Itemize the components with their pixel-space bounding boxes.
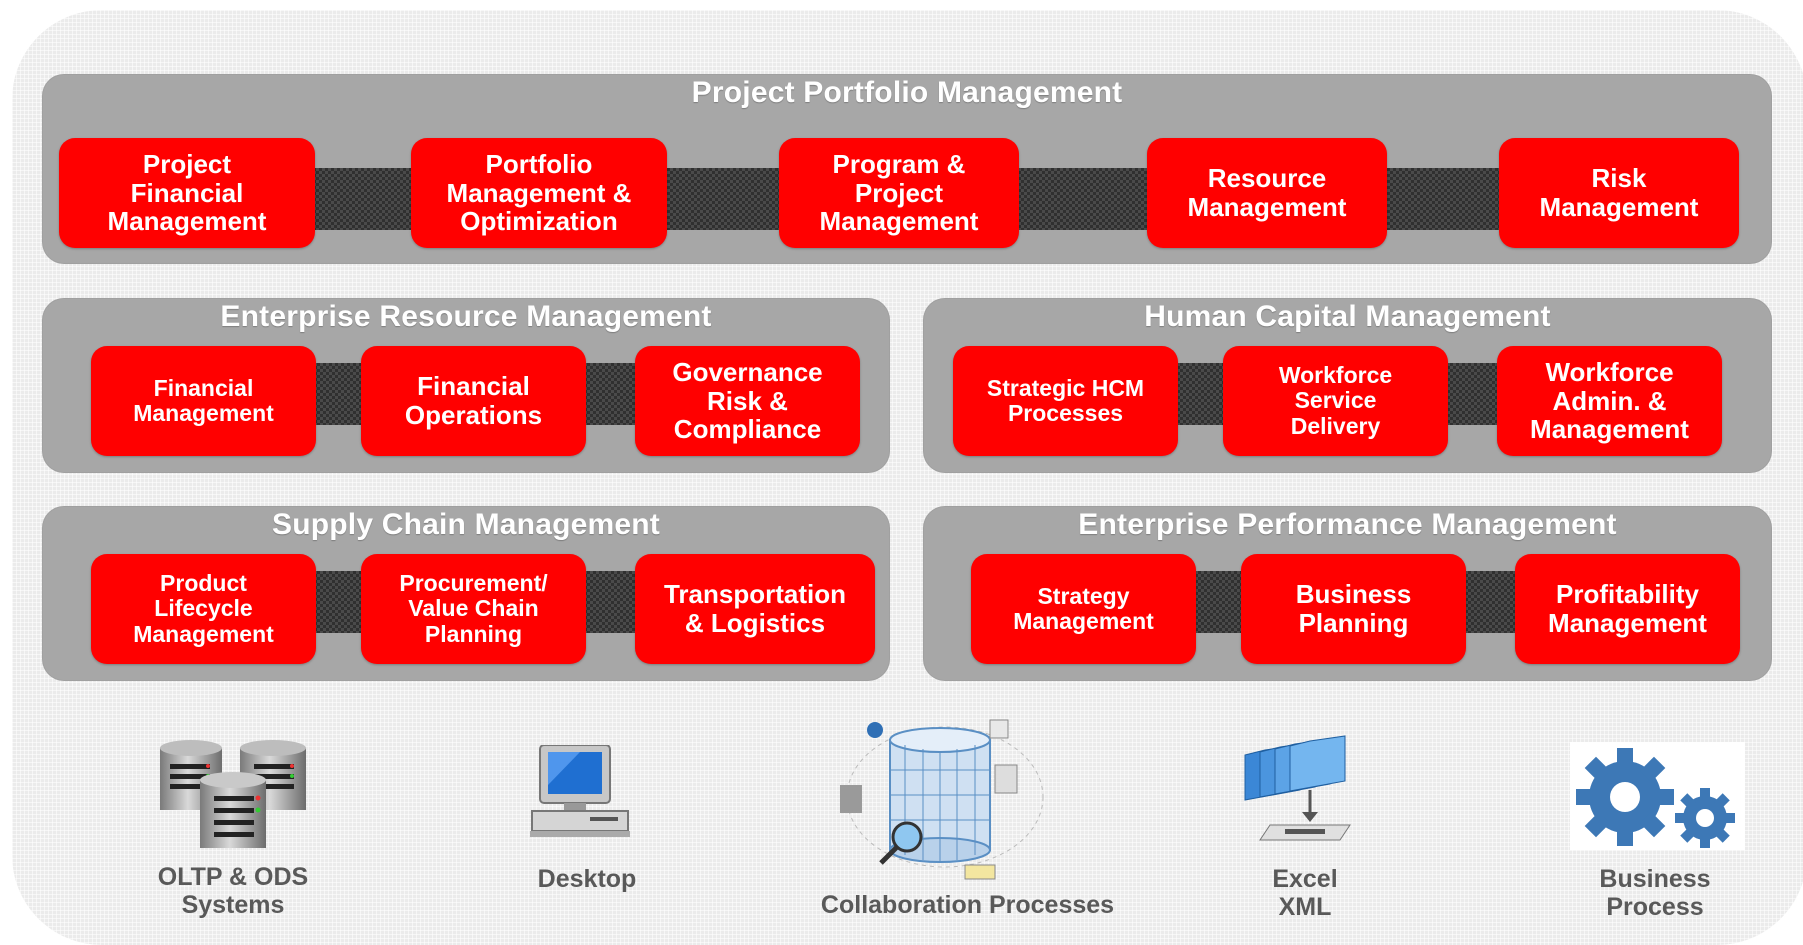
panel-title: Human Capital Management [1144, 300, 1551, 333]
panel-project-portfolio-management: Project Portfolio Management Project Fin… [42, 74, 1772, 264]
module-workforce-admin-management[interactable]: Workforce Admin. & Management [1497, 346, 1722, 456]
panel-supply-chain-management: Supply Chain Management Product Lifecycl… [42, 506, 890, 681]
collaboration-globe-icon [840, 719, 1044, 880]
source-label-collaboration-processes: Collaboration Processes [820, 891, 1115, 919]
source-label-desktop: Desktop [537, 865, 637, 893]
module-strategic-hcm-processes[interactable]: Strategic HCM Processes [953, 346, 1178, 456]
panel-title: Enterprise Resource Management [220, 300, 712, 333]
source-label-excel-xml: Excel XML [1272, 865, 1338, 921]
source-label-oltp-ods-systems: OLTP & ODS Systems [157, 863, 309, 919]
module-financial-management[interactable]: Financial Management [91, 346, 316, 456]
panel-enterprise-performance-management: Enterprise Performance Management Strate… [923, 506, 1772, 681]
panel-title: Project Portfolio Management [691, 76, 1123, 109]
panel-enterprise-resource-management: Enterprise Resource Management Financial… [42, 298, 890, 473]
file-folders-icon [1244, 735, 1351, 841]
panel-title: Supply Chain Management [272, 508, 660, 541]
module-governance-risk-compliance[interactable]: Governance Risk & Compliance [635, 346, 860, 456]
module-transportation-logistics[interactable]: Transportation & Logistics [635, 554, 875, 664]
desktop-computer-icon [530, 745, 630, 837]
module-resource-management[interactable]: Resource Management [1147, 138, 1387, 248]
module-profitability-management[interactable]: Profitability Management [1515, 554, 1740, 664]
module-program-project-management[interactable]: Program & Project Management [779, 138, 1019, 248]
module-product-lifecycle-management[interactable]: Product Lifecycle Management [91, 554, 316, 664]
panel-human-capital-management: Human Capital Management Strategic HCM P… [923, 298, 1772, 473]
source-label-business-process: Business Process [1599, 865, 1711, 921]
module-strategy-management[interactable]: Strategy Management [971, 554, 1196, 664]
module-portfolio-management-optimization[interactable]: Portfolio Management & Optimization [411, 138, 667, 248]
module-business-planning[interactable]: Business Planning [1241, 554, 1466, 664]
module-workforce-service-delivery[interactable]: Workforce Service Delivery [1223, 346, 1448, 456]
module-project-financial-management[interactable]: Project Financial Management [59, 138, 315, 248]
module-financial-operations[interactable]: Financial Operations [361, 346, 586, 456]
panel-title: Enterprise Performance Management [1078, 508, 1617, 541]
database-servers-icon [160, 740, 306, 848]
gears-icon [1570, 742, 1745, 850]
module-procurement-value-chain-planning[interactable]: Procurement/ Value Chain Planning [361, 554, 586, 664]
module-risk-management[interactable]: Risk Management [1499, 138, 1739, 248]
